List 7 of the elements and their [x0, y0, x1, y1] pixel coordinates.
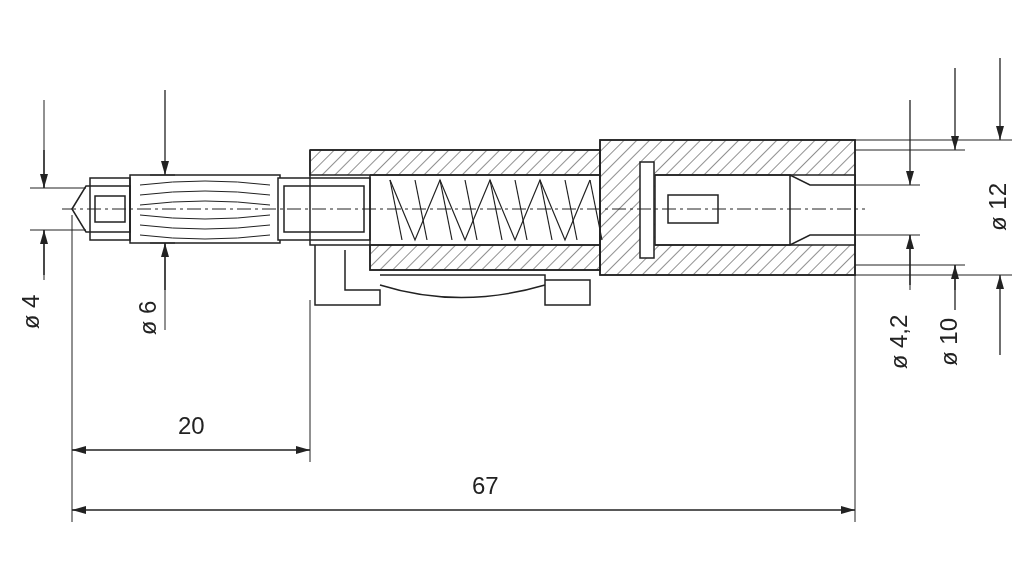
dimension-label: 67 — [472, 474, 499, 498]
dimension-label: ø 10 — [937, 318, 961, 366]
dimension-label: 20 — [178, 414, 205, 438]
dimension-label: ø 4,2 — [887, 314, 912, 370]
dimension-label: ø 6 — [136, 300, 161, 336]
dimension-label: ø 4 — [19, 294, 44, 330]
dimension-label: ø 12 — [986, 183, 1010, 231]
